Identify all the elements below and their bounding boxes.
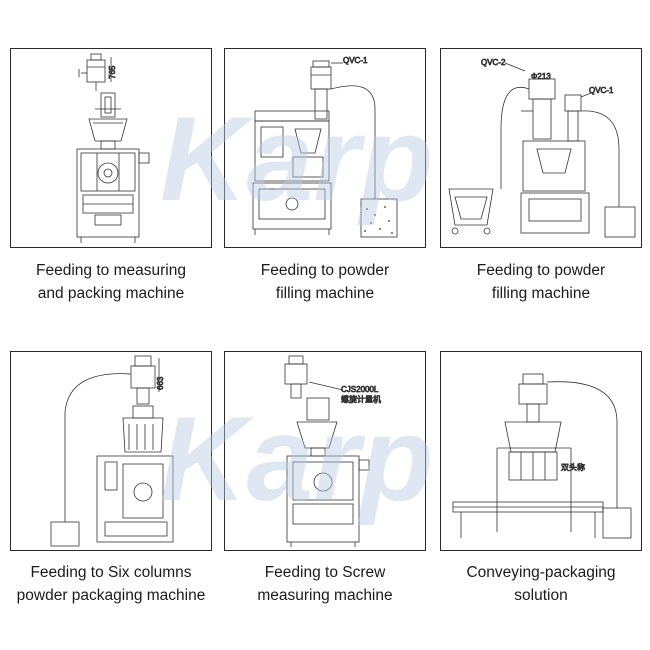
caption-line-1: Feeding to Six columns <box>30 564 192 581</box>
caption-line-2: and packing machine <box>37 285 185 302</box>
dual-feeder-filling-drawing: QVC-2 Φ213 QVC-1 <box>448 58 636 238</box>
six-column-packaging-drawing: 663 <box>50 355 174 547</box>
caption-line-1: Feeding to powder <box>260 262 390 279</box>
diagram-frame: 663 <box>10 351 212 551</box>
caption-line-1: Conveying-packaging <box>466 564 616 581</box>
conveying-packaging-drawing: 双头称 <box>452 373 632 539</box>
powder-filling-machine-drawing: QVC-1 <box>252 56 398 238</box>
qvc1-label: QVC-1 <box>343 56 368 65</box>
diagram-frame: CJS2000L 螺旋计量机 <box>224 351 426 551</box>
diagram-frame: 双头称 <box>440 351 642 551</box>
caption: Feeding to measuring and packing machine <box>0 259 232 305</box>
caption-line-1: Feeding to powder <box>476 262 606 279</box>
caption: Feeding to Six columns powder packaging … <box>0 561 232 607</box>
caption: Conveying-packaging solution <box>420 561 650 607</box>
caption-line-1: Feeding to Screw <box>264 564 386 581</box>
model-cn-label: 螺旋计量机 <box>341 394 381 404</box>
screw-measuring-machine-drawing: CJS2000L 螺旋计量机 <box>284 355 381 547</box>
caption-line-2: powder packaging machine <box>16 587 206 604</box>
model-label: CJS2000L <box>341 385 379 394</box>
weigher-label: 双头称 <box>561 462 585 472</box>
caption-line-1: Feeding to measuring <box>36 262 186 279</box>
caption-line-2: filling machine <box>491 285 591 302</box>
diameter-label: Φ213 <box>531 72 551 81</box>
caption-line-2: filling machine <box>275 285 375 302</box>
qvc1-label: QVC-1 <box>589 86 614 95</box>
diagram-frame: 765 <box>10 48 212 248</box>
measuring-packing-machine-drawing: 765 <box>76 53 150 243</box>
caption-line-2: solution <box>514 587 568 604</box>
dimension-label: 663 <box>156 376 165 390</box>
caption: Feeding to powder filling machine <box>420 259 650 305</box>
caption-line-2: measuring machine <box>257 587 393 604</box>
dimension-label: 765 <box>108 65 117 79</box>
caption: Feeding to Screw measuring machine <box>204 561 446 607</box>
diagram-frame: QVC-2 Φ213 QVC-1 <box>440 48 642 248</box>
caption: Feeding to powder filling machine <box>204 259 446 305</box>
qvc2-label: QVC-2 <box>481 58 506 67</box>
diagram-frame: QVC-1 <box>224 48 426 248</box>
